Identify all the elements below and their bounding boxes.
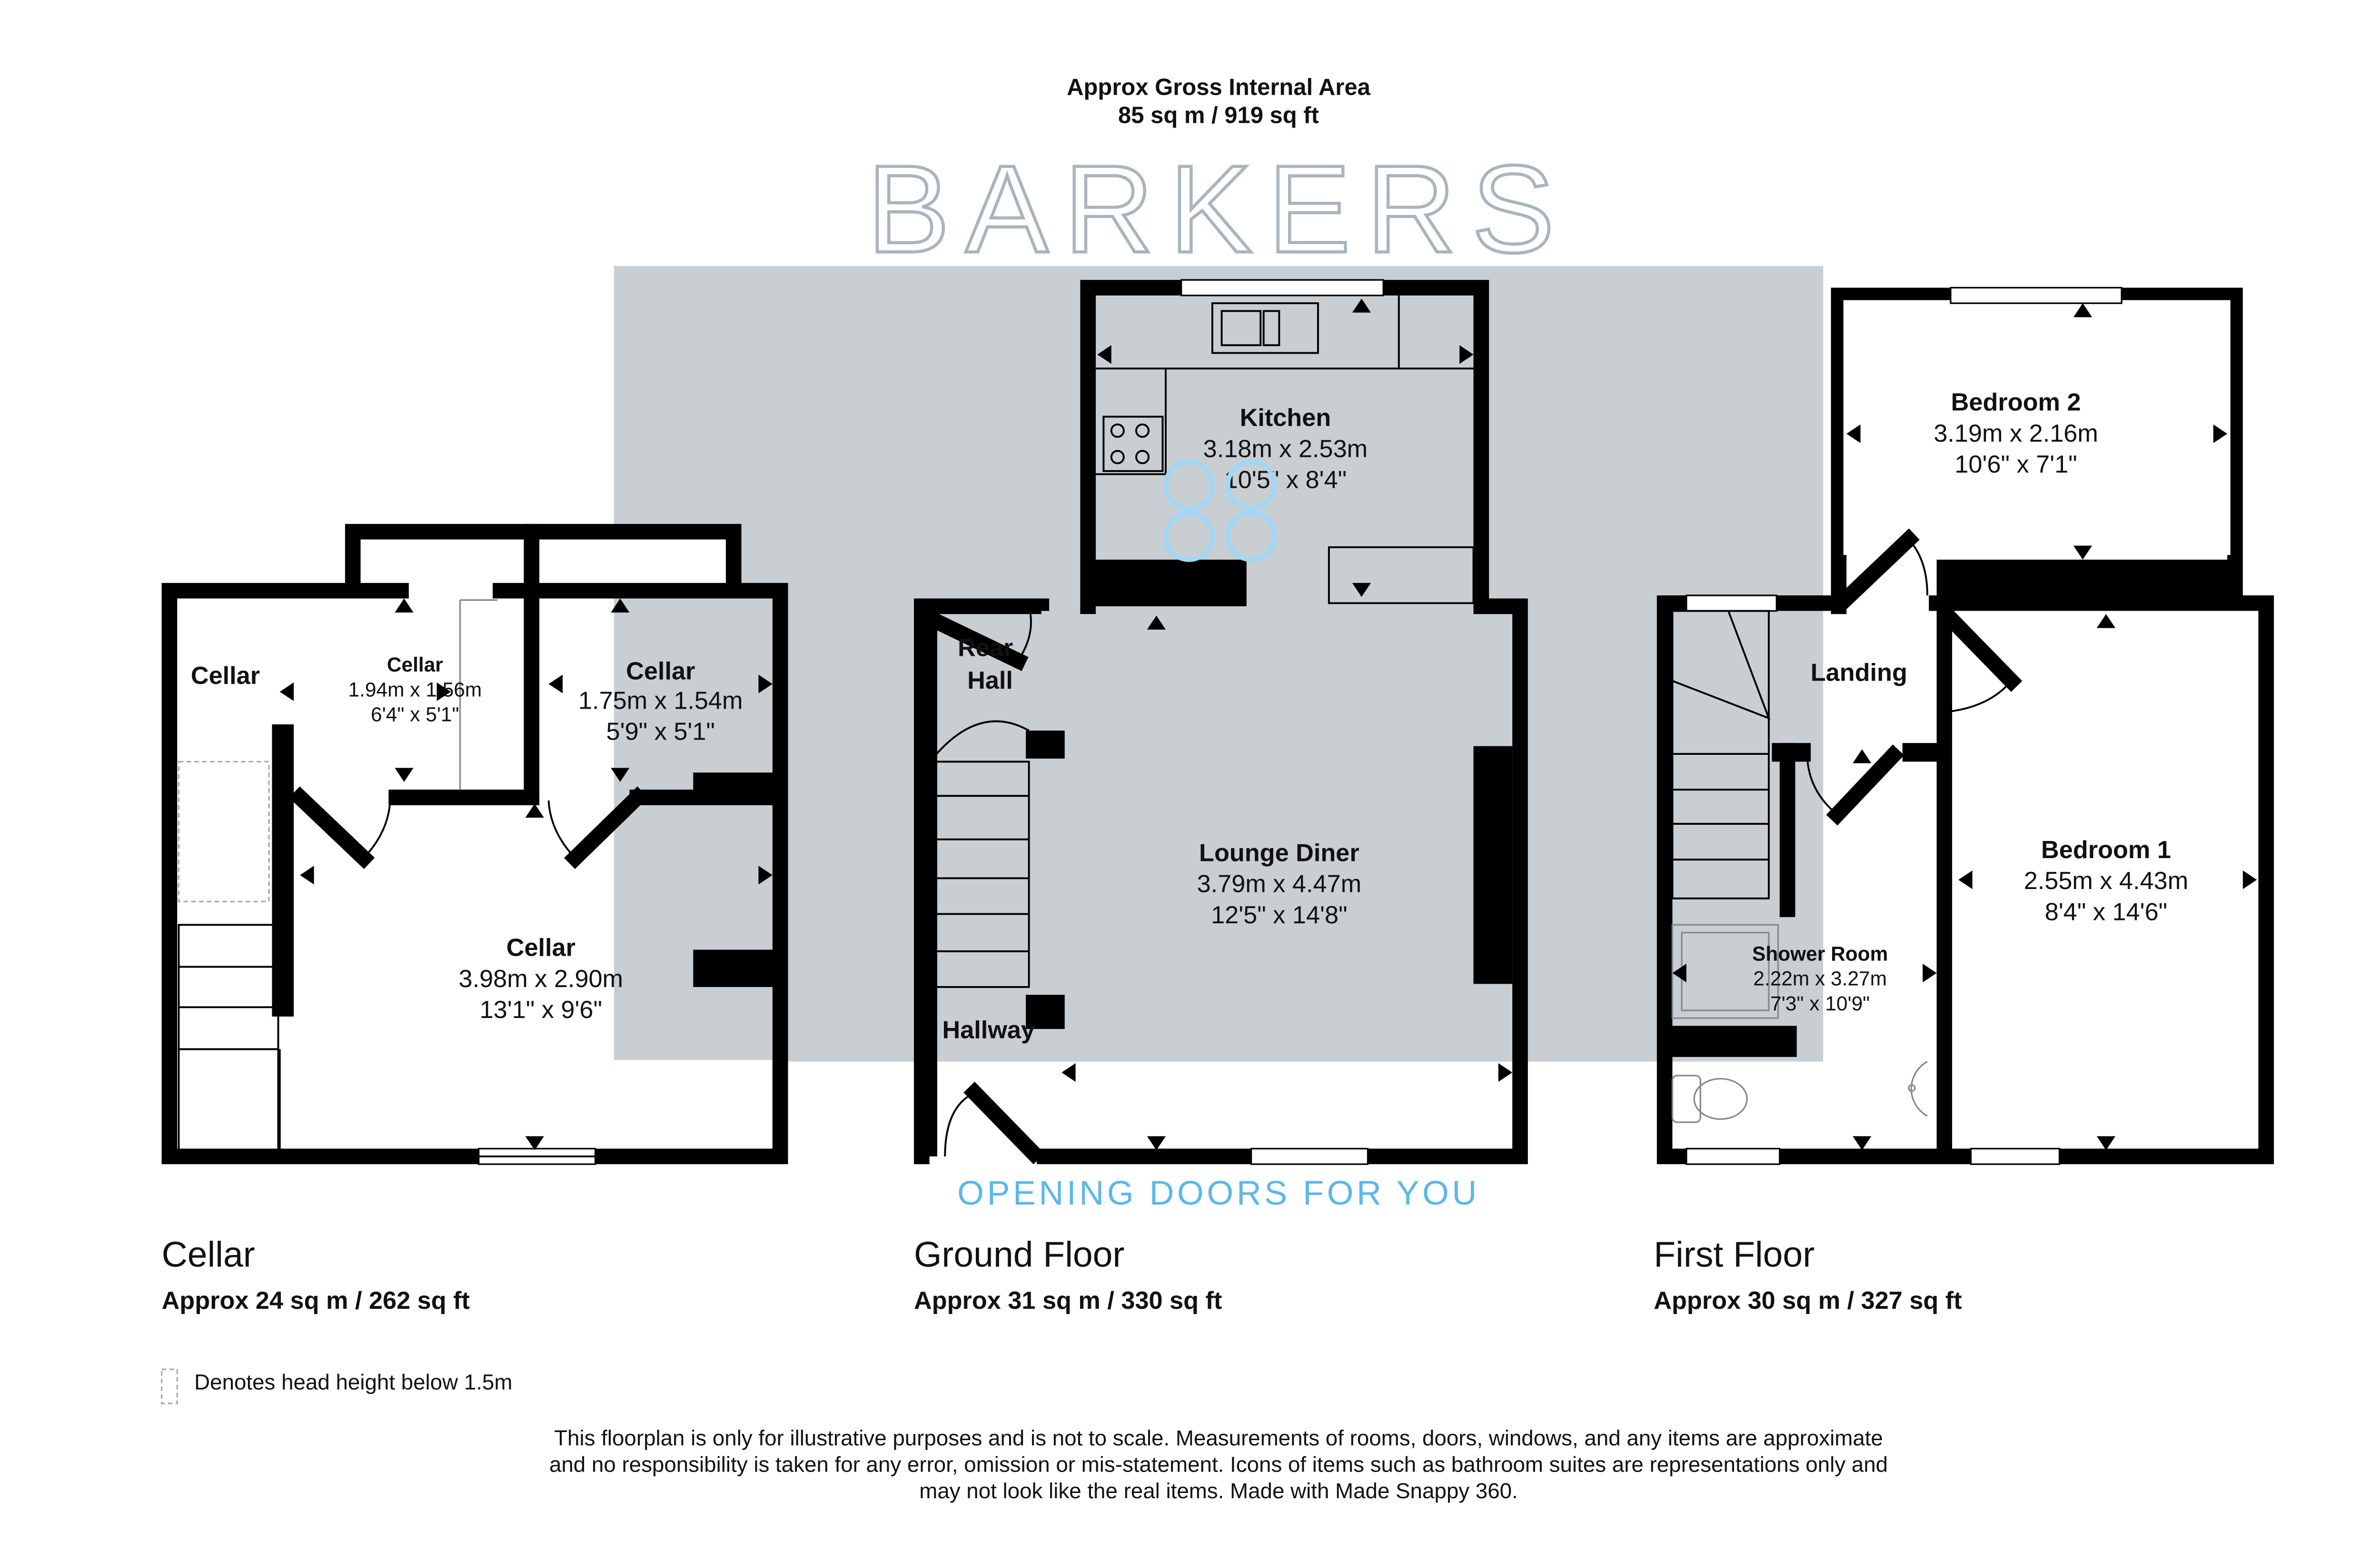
kitchen-units (1096, 295, 1475, 604)
room-imperial: 6'4" x 5'1" (371, 703, 459, 726)
room-label: Cellar (387, 653, 443, 676)
room-label: Cellar (191, 662, 260, 690)
bathroom-fixtures (1671, 924, 1928, 1123)
room-label: Bedroom 2 (1951, 388, 2081, 416)
room-label: Cellar (626, 657, 695, 685)
room-metric: 3.19m x 2.16m (1934, 420, 2098, 447)
floor-area: Approx 30 sq m / 327 sq ft (1654, 1287, 1962, 1315)
ground-floor-plan: Rear Hall Hallway Kitchen 3.18m x 2.53m … (914, 279, 1528, 1165)
watermark-background (614, 266, 1824, 1062)
room-label: Cellar (506, 934, 575, 962)
room-label: Rear (958, 634, 1013, 662)
watermark-tagline: OPENING DOORS FOR YOU (957, 1174, 1480, 1212)
staircase (178, 924, 281, 1157)
floor-area: Approx 31 sq m / 330 sq ft (914, 1287, 1222, 1315)
window (1950, 287, 2122, 304)
room-label: Hall (967, 667, 1013, 694)
room-metric: 1.75m x 1.54m (578, 687, 743, 714)
room-imperial: 13'1" x 9'6" (480, 996, 602, 1024)
header-title: Approx Gross Internal Area (1067, 75, 1370, 100)
room-metric: 1.94m x 1.56m (348, 678, 482, 701)
first-floor-plan: Bedroom 2 3.19m x 2.16m 10'6" x 7'1" Lan… (1656, 287, 2274, 1165)
low-headroom-legend-icon (160, 1368, 178, 1404)
room-imperial: 5'9" x 5'1" (606, 718, 715, 746)
low-headroom-area (178, 761, 270, 902)
room-label: Hallway (942, 1017, 1035, 1044)
room-metric: 2.22m x 3.27m (1753, 968, 1887, 990)
window (1686, 1147, 1781, 1165)
room-metric: 3.18m x 2.53m (1203, 435, 1368, 463)
staircase (1671, 610, 1771, 900)
room-label: Shower Room (1752, 942, 1888, 965)
staircase (932, 761, 1030, 988)
room-imperial: 12'5" x 14'8" (1211, 901, 1347, 929)
window (1250, 1147, 1369, 1165)
window (1180, 279, 1384, 297)
room-label: Bedroom 1 (2041, 836, 2171, 864)
room-imperial: 7'3" x 10'9" (1770, 992, 1870, 1015)
disclaimer-line: This floorplan is only for illustrative … (554, 1426, 1883, 1450)
room-label: Landing (1811, 659, 1907, 687)
window (1970, 1147, 2061, 1165)
room-label: Kitchen (1240, 404, 1331, 432)
room-metric: 3.79m x 4.47m (1197, 870, 1362, 898)
room-imperial: 8'4" x 14'6" (2045, 898, 2167, 926)
watermark-logo: BARKERS OPENING DOORS FOR YOU (865, 138, 1570, 1212)
floor-name: Cellar (162, 1235, 255, 1275)
disclaimer-line: and no responsibility is taken for any e… (549, 1453, 1888, 1477)
legend-text: Denotes head height below 1.5m (194, 1370, 512, 1394)
floor-name: Ground Floor (914, 1235, 1124, 1275)
room-imperial: 10'6" x 7'1" (1954, 451, 2077, 478)
room-label: Lounge Diner (1199, 839, 1359, 867)
cellar-plan: Cellar Cellar 1.94m x 1.56m 6'4" x 5'1" … (161, 524, 788, 1165)
disclaimer-line: may not look like the real items. Made w… (919, 1479, 1517, 1503)
room-imperial: 10'5" x 8'4" (1224, 466, 1347, 494)
window (1686, 594, 1777, 612)
floor-name: First Floor (1654, 1235, 1815, 1275)
header-area: 85 sq m / 919 sq ft (1118, 102, 1319, 128)
room-metric: 2.55m x 4.43m (2024, 867, 2189, 895)
floor-area: Approx 24 sq m / 262 sq ft (162, 1287, 470, 1315)
room-metric: 3.98m x 2.90m (459, 965, 623, 993)
butterfly-icon (1163, 459, 1277, 562)
watermark-brand: BARKERS (867, 140, 1570, 278)
